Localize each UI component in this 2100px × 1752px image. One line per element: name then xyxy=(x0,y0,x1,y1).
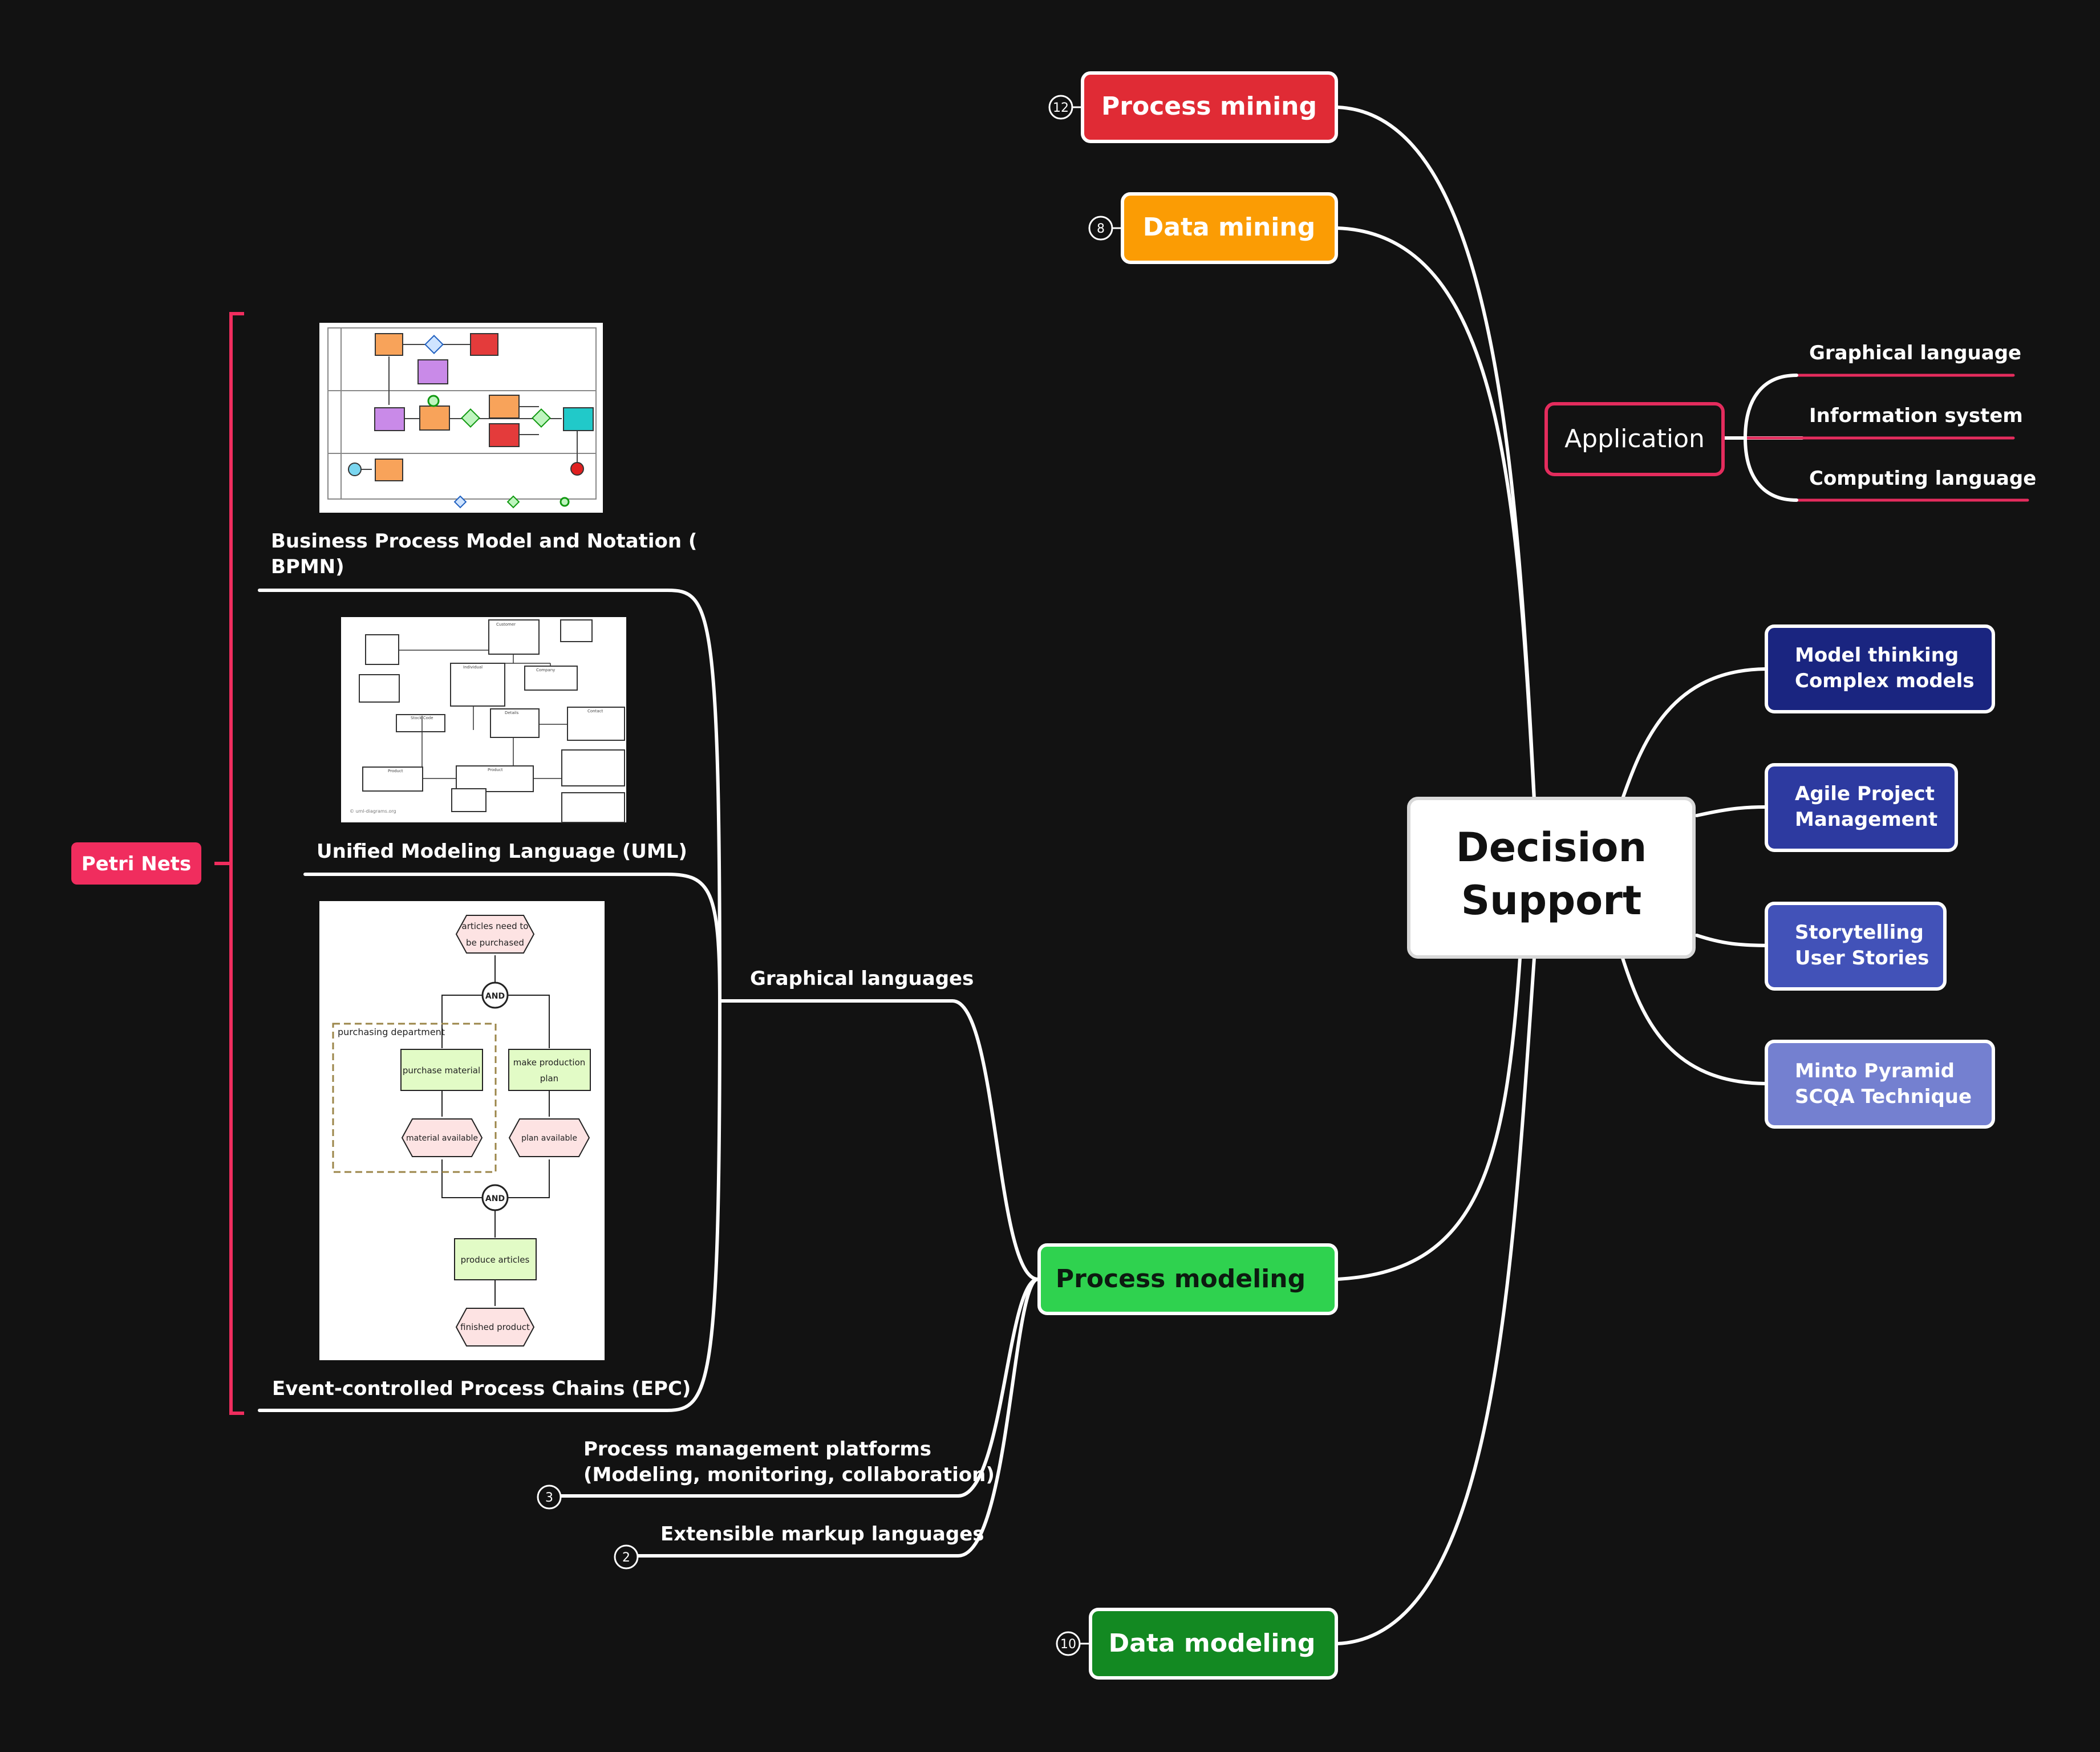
process-modeling-label: Process modeling xyxy=(1056,1264,1306,1293)
link-method-3 xyxy=(1695,934,1775,947)
connectors xyxy=(258,106,2029,1645)
epc-and-top: AND xyxy=(485,992,505,1001)
link-process-modeling xyxy=(1336,956,1522,1281)
link-method-4 xyxy=(1621,956,1767,1085)
bpmn-label-line2[interactable]: BPMN) xyxy=(271,555,344,578)
epc-plan-available: plan available xyxy=(521,1134,577,1143)
method-model-thinking-line2: Complex models xyxy=(1795,670,1975,692)
central-topic[interactable]: Decision Support xyxy=(1407,797,1696,959)
link-process-mining xyxy=(1336,106,1536,800)
svg-text:Product: Product xyxy=(488,768,503,772)
application-item-graphical-language[interactable]: Graphical language xyxy=(1809,342,2021,364)
method-agile-project-management[interactable]: Agile Project Management xyxy=(1765,763,1958,852)
data-mining-label: Data mining xyxy=(1143,213,1315,242)
markup-count-badge[interactable]: 2 xyxy=(614,1544,639,1570)
method-model-thinking-line1: Model thinking xyxy=(1795,644,1959,667)
method-storytelling[interactable]: Storytelling User Stories xyxy=(1765,902,1947,991)
svg-text:Stock Code: Stock Code xyxy=(411,716,433,720)
epc-finished-product: finished product xyxy=(460,1322,530,1332)
svg-text:Customer: Customer xyxy=(496,622,516,627)
application-label: Application xyxy=(1564,424,1705,453)
link-process-platforms xyxy=(557,1278,1040,1498)
method-minto-pyramid[interactable]: Minto Pyramid SCQA Technique xyxy=(1765,1040,1995,1129)
process-mining-count: 12 xyxy=(1053,101,1069,115)
link-graphical-languages xyxy=(718,999,1040,1281)
epc-label[interactable]: Event-controlled Process Chains (EPC) xyxy=(272,1377,691,1400)
bpmn-diagram-image xyxy=(319,323,603,513)
svg-text:Contact: Contact xyxy=(587,709,603,713)
data-mining-count: 8 xyxy=(1097,222,1105,236)
method-model-thinking[interactable]: Model thinking Complex models xyxy=(1765,624,1995,713)
method-agile-line1: Agile Project xyxy=(1795,782,1935,805)
method-minto-line2: SCQA Technique xyxy=(1795,1085,1972,1108)
link-method-1 xyxy=(1621,667,1767,800)
uml-watermark: © uml-diagrams.org xyxy=(350,809,396,814)
process-platforms-line1[interactable]: Process management platforms xyxy=(583,1438,931,1461)
data-mining-count-badge[interactable]: 8 xyxy=(1088,216,1122,241)
data-modeling-node[interactable]: Data modeling xyxy=(1089,1608,1338,1680)
method-storytelling-line1: Storytelling xyxy=(1795,921,1924,944)
method-agile-line2: Management xyxy=(1795,808,1937,831)
epc-plan-line2: plan xyxy=(540,1073,558,1084)
process-mining-node[interactable]: Process mining xyxy=(1081,71,1338,143)
epc-plan-line1: make production xyxy=(513,1057,586,1068)
markup-label[interactable]: Extensible markup languages xyxy=(660,1523,984,1546)
data-mining-node[interactable]: Data mining xyxy=(1121,192,1338,264)
epc-diagram-image: purchasing department articles need to b… xyxy=(319,901,605,1360)
epc-and-bottom: AND xyxy=(485,1194,505,1203)
link-data-mining xyxy=(1336,226,1536,803)
svg-text:Individual: Individual xyxy=(463,665,483,670)
link-data-modeling xyxy=(1336,956,1536,1645)
link-markup xyxy=(634,1278,1040,1558)
epc-material-available: material available xyxy=(406,1134,478,1143)
central-topic-line2: Support xyxy=(1461,877,1642,924)
uml-diagram-image: Customer Individual Company Details Cont… xyxy=(341,617,626,823)
markup-count: 2 xyxy=(622,1551,630,1565)
link-epc xyxy=(258,999,721,1412)
application-item-information-system[interactable]: Information system xyxy=(1809,404,2023,427)
method-storytelling-line2: User Stories xyxy=(1795,947,1929,970)
bpmn-label-line1[interactable]: Business Process Model and Notation ( xyxy=(271,530,697,553)
link-method-2 xyxy=(1695,805,1767,817)
epc-start-line2: be purchased xyxy=(466,938,524,948)
epc-purchase-material: purchase material xyxy=(403,1065,480,1076)
uml-label[interactable]: Unified Modeling Language (UML) xyxy=(317,840,687,863)
petri-bracket xyxy=(214,312,244,1415)
data-modeling-count-badge[interactable]: 10 xyxy=(1056,1631,1090,1656)
method-minto-line1: Minto Pyramid xyxy=(1795,1060,1955,1082)
process-mining-label: Process mining xyxy=(1101,92,1317,121)
application-item-computing-language[interactable]: Computing language xyxy=(1809,467,2036,490)
svg-text:Company: Company xyxy=(536,668,555,672)
data-modeling-label: Data modeling xyxy=(1109,1629,1316,1658)
graphical-languages-label[interactable]: Graphical languages xyxy=(750,967,974,990)
central-topic-line1: Decision xyxy=(1456,824,1647,871)
link-uml xyxy=(303,873,721,1003)
process-modeling-node[interactable]: Process modeling xyxy=(1037,1243,1338,1315)
svg-text:Details: Details xyxy=(505,711,519,715)
svg-text:Product: Product xyxy=(388,769,403,773)
application-node[interactable]: Application xyxy=(1544,402,1725,476)
epc-department-label: purchasing department xyxy=(338,1027,445,1037)
petri-nets-label: Petri Nets xyxy=(82,853,192,875)
link-app-stem-3 xyxy=(1744,436,1798,502)
data-modeling-count: 10 xyxy=(1060,1637,1076,1652)
process-platforms-line2[interactable]: (Modeling, monitoring, collaboration) xyxy=(583,1463,995,1486)
epc-start-line1: articles need to xyxy=(462,921,529,931)
petri-nets-node[interactable]: Petri Nets xyxy=(71,842,201,885)
epc-produce-articles: produce articles xyxy=(461,1255,530,1265)
link-app-stem-1 xyxy=(1744,374,1798,440)
link-bpmn xyxy=(258,589,721,1003)
process-mining-count-badge[interactable]: 12 xyxy=(1048,95,1083,120)
process-platforms-count: 3 xyxy=(545,1491,553,1505)
process-platforms-count-badge[interactable]: 3 xyxy=(537,1485,562,1510)
